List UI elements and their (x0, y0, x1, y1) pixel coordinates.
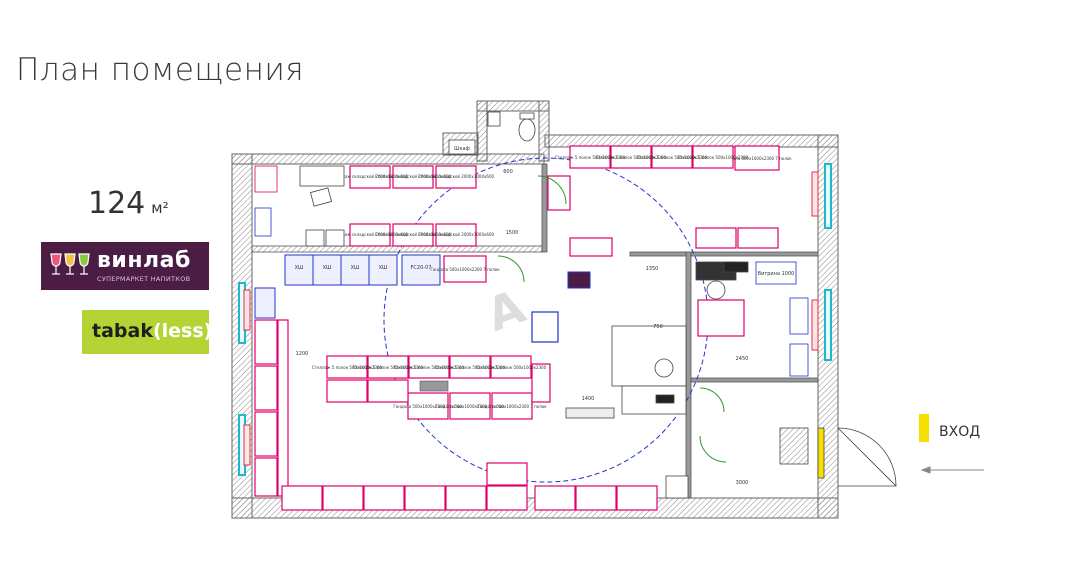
vinlab-stand (567, 271, 591, 289)
shelf-label: Стеллаж 5 полок 500х1000х2300 (637, 155, 708, 160)
area-unit: м² (151, 199, 169, 217)
wine-glasses-icon (50, 253, 90, 275)
wall-shelves-left (254, 319, 289, 497)
shelf-label: Стеллаж 5 полок 500х1000х2300 (555, 155, 626, 160)
vinlab-subtitle: СУПЕРМАРКЕТ НАПИТКОВ (97, 275, 191, 283)
page-title: План помещения (16, 52, 305, 88)
staff-furniture (254, 139, 476, 247)
entrance-arrow (920, 466, 984, 474)
shelf-label: Стеллаж 5 полок 500х1000х2300 (596, 155, 667, 160)
island-shelf-label: Стеллаж 5 полок 500х1000х2300 (435, 365, 506, 370)
wardrobe-label: Шкаф (454, 146, 470, 152)
storage-shelf-label: Стеллаж складской 2000х1000х600 (375, 174, 452, 179)
cooler-row (254, 254, 441, 319)
vinlab-logo: винлаб СУПЕРМАРКЕТ НАПИТКОВ (41, 242, 209, 290)
dimension-label: 1350 (646, 266, 659, 272)
storage-shelf-label: Стеллаж складской 2000х1000х600 (418, 174, 495, 179)
entrance-vestibule (665, 427, 897, 499)
dimension-label: 1400 (582, 396, 595, 402)
watermark: A (480, 279, 532, 342)
storage-shelf-label: Стеллаж складской 2000х1000х600 (332, 232, 409, 237)
gondola-label: Гондола 500х1000х2300 7 полок (393, 404, 463, 409)
vinlab-name: винлаб (97, 248, 191, 273)
storage-shelf-label: Стеллаж складской 2000х1000х600 (332, 174, 409, 179)
cooler-label: ХШ (351, 265, 360, 271)
gondola-label: Гондола 500х1000х2300 7 полок (435, 404, 505, 409)
island-shelves (326, 355, 551, 403)
radiators (243, 171, 819, 466)
cooler-label: ХШ (295, 265, 304, 271)
storage-shelf-label: Стеллаж складской 2000х1000х600 (418, 232, 495, 237)
area-value: 124 м² (88, 186, 169, 221)
display-case-label: Витрина 1000 (758, 271, 795, 277)
wall-shelves-bottom (281, 485, 658, 511)
gondola-label: Гондола 500х1000х2300 7 полок (722, 156, 792, 161)
island-shelf-label: Стеллаж 5 полок 500х1000х2300 (476, 365, 547, 370)
storage-shelves-top (349, 165, 477, 247)
interior-walls (251, 163, 819, 499)
tabakless-wordmark: tabak(less) (92, 320, 212, 342)
wall-shelves-top (569, 145, 779, 257)
entrance-marker (919, 414, 929, 442)
area-number: 124 (88, 186, 146, 221)
dimension-label: 2450 (736, 356, 749, 362)
dimension-label: 600 (503, 169, 513, 175)
island-shelf-label: Стеллаж 5 полок 500х1000х2300 (353, 365, 424, 370)
wc-fixtures (487, 111, 536, 142)
cash-desk (565, 325, 687, 419)
windows (238, 163, 832, 476)
tabak-prefix: tabak (92, 320, 153, 342)
island-shelf-label: Стеллаж 5 полок 500х1000х2300 (312, 365, 383, 370)
tabakless-logo: tabak(less) (82, 310, 212, 354)
small-display (531, 311, 559, 343)
dimension-label: 1200 (296, 351, 309, 357)
doors (497, 175, 727, 463)
office-furniture (695, 261, 809, 377)
gondola-label: Гондола 500х1000х2300 7 полок (430, 267, 500, 272)
gondola-label: Гондола 500х1000х2300 7 полок (477, 404, 547, 409)
dimension-label: 3000 (736, 480, 749, 486)
storage-shelf-label: Стеллаж складской 2000х1000х600 (375, 232, 452, 237)
gondolas (407, 145, 780, 486)
shelf-label: Стеллаж 5 полок 500х1000х2300 (678, 155, 749, 160)
tabak-suffix: (less) (152, 320, 213, 342)
cooler-label: ХШ (323, 265, 332, 271)
island-display (419, 380, 449, 392)
dimension-label: 1500 (506, 230, 519, 236)
entrance-label: ВХОД (939, 424, 981, 440)
cooler-label: ХШ (379, 265, 388, 271)
cooler-label: FC20-07 (411, 265, 432, 271)
island-shelf-label: Стеллаж 5 полок 500х1000х2300 (394, 365, 465, 370)
dimension-label: 750 (653, 324, 663, 330)
